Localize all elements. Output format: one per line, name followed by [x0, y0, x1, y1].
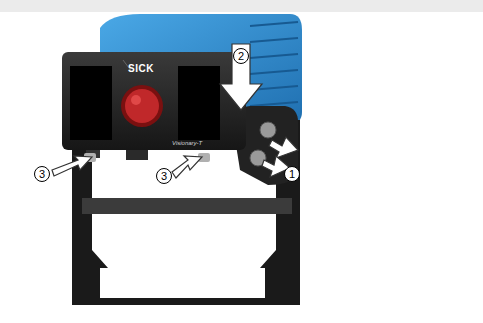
model-name: Visionary-T [172, 140, 202, 146]
arrow [220, 44, 262, 110]
fin [250, 70, 298, 74]
bracket-crossbar [82, 198, 292, 214]
fin [250, 38, 298, 42]
cooling-fins [250, 22, 298, 106]
bracket-opening [100, 268, 265, 298]
fin [250, 54, 298, 58]
left-window [70, 66, 112, 140]
knob-screw [260, 122, 276, 138]
fin [250, 102, 298, 106]
arrow [269, 137, 298, 158]
callout-number: 1 [284, 166, 300, 182]
connector [126, 150, 148, 160]
arrow [52, 156, 92, 176]
brand-logo: SICK [128, 64, 154, 74]
right-window [178, 66, 220, 140]
front-plate [62, 52, 246, 150]
callout-number: 3 [156, 168, 172, 184]
lens-ring [121, 85, 163, 127]
callout-number: 2 [233, 48, 249, 64]
fin [250, 22, 298, 26]
callout-number: 3 [34, 166, 50, 182]
lens [125, 89, 159, 123]
arrow [172, 156, 202, 178]
top-band [0, 0, 483, 12]
lens-highlight [131, 95, 141, 105]
